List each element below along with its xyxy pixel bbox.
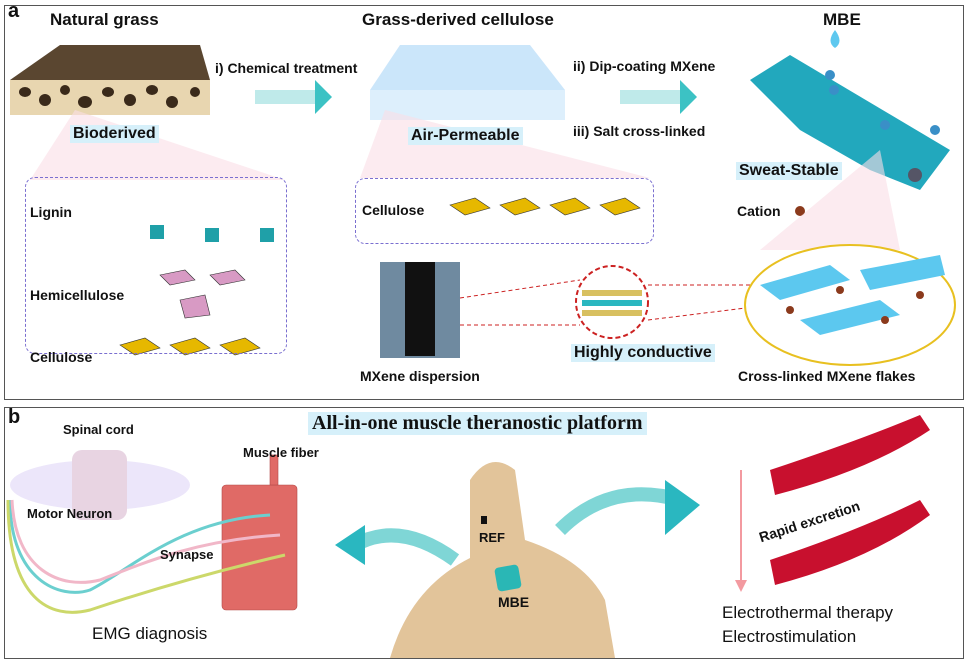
spinal-cord-label: Spinal cord [63,422,134,437]
ref-electrode [481,516,487,524]
down-arrow-icon [735,580,747,592]
mbe-title: MBE [823,10,861,29]
arrow-icon [255,80,697,114]
mbe-label: MBE [498,594,530,610]
cellulose-label: Cellulose [30,349,93,365]
step-dip-coating: ii) Dip-coating MXene [573,58,716,74]
natural-grass-title: Natural grass [50,10,159,29]
cellulose-molecule [119,197,641,356]
cation-icon [795,206,805,216]
grass-cellulose-image [370,45,565,120]
cellulose-box [355,178,654,244]
ref-label: REF [479,530,505,545]
electrostimulation-label: Electrostimulation [722,627,857,646]
cellulose-label-mid: Cellulose [362,202,425,218]
mbe-electrode [494,564,522,592]
step-chemical-treatment: i) Chemical treatment [215,60,358,76]
muscle-fiber-image [221,454,298,611]
hemicellulose-molecule [159,269,246,319]
highly-conductive-label: Highly conductive [571,344,715,362]
bioderived-label: Bioderived [70,125,159,143]
mbe-sheet-image [750,30,950,216]
lignin-label: Lignin [30,204,72,220]
crosslinked-flakes-label: Cross-linked MXene flakes [738,368,916,384]
cation-label: Cation [737,203,781,219]
sweat-stable-label: Sweat-Stable [736,162,842,180]
synapse-label: Synapse [160,547,214,562]
emg-diagnosis-label: EMG diagnosis [92,624,208,643]
panel-b [4,407,964,659]
arrow-right-icon [665,480,700,535]
mxene-dispersion-label: MXene dispersion [360,368,480,384]
human-body-image [390,462,615,658]
air-permeable-label: Air-Permeable [408,127,523,145]
electrothermal-therapy-label: Electrothermal therapy [722,603,894,622]
hemicellulose-label: Hemicellulose [30,287,125,303]
panel-b-label: b [8,406,21,428]
panel-a [4,5,964,400]
step-salt-crosslink: iii) Salt cross-linked [573,123,706,139]
lignin-box [25,177,287,354]
spinal-cord-image [10,450,190,520]
lignin-molecules [150,225,274,242]
droplet-icon [830,30,840,48]
platform-title: All-in-one muscle theranostic platform [308,412,647,435]
blood-vessel-image [770,415,930,585]
natural-grass-image [10,45,210,115]
muscle-fiber-label: Muscle fiber [243,445,319,460]
panel-a-label: a [8,0,20,22]
arrow-left-icon [335,525,365,565]
grass-cellulose-title: Grass-derived cellulose [362,10,554,29]
motor-neuron-label: Motor Neuron [27,506,113,521]
